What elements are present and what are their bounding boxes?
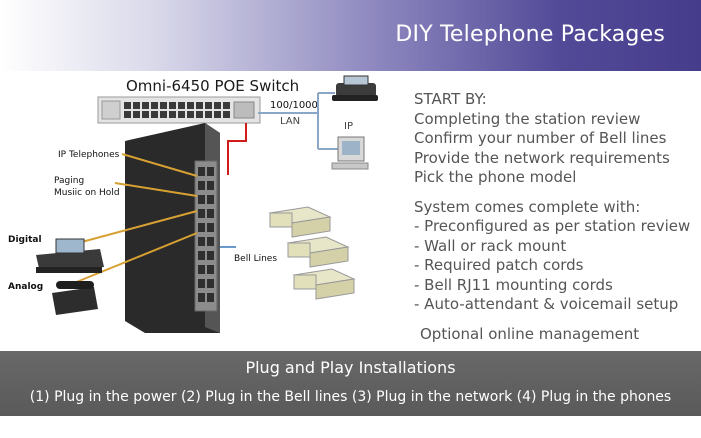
switch-port [142,102,149,109]
switch-port [223,102,230,109]
cabinet-port [207,209,214,218]
cabinet-port [198,181,205,190]
cabinet-port [198,223,205,232]
page-title: DIY Telephone Packages [395,22,665,47]
bell-jacks-icon [268,206,356,300]
cabinet-port [207,265,214,274]
digital-phone-icon [36,238,104,273]
ip-desk-phone-icon [332,75,378,101]
ip-label: IP [344,121,353,132]
start-section: START BY: Completing the station review … [414,90,701,188]
cabinet-port [207,279,214,288]
system-item: - Required patch cords [414,256,584,274]
cabinet-port [207,181,214,190]
digital-label: Digital [8,235,42,245]
band-steps: (1) Plug in the power (2) Plug in the Be… [29,389,672,405]
system-item: - Bell RJ11 mounting cords [414,275,613,294]
system-item: - Auto-attendant & voicemail setup [414,295,679,313]
switch-port [133,111,140,118]
cabinet-port [198,237,205,246]
switch-port [133,102,140,109]
start-item: Confirm your number of Bell lines [414,129,667,147]
band-title: Plug and Play Installations [245,358,456,377]
switch-port [214,102,221,109]
pc-icon [331,136,369,170]
bell-lines-label: Bell Lines [234,254,277,264]
music-on-hold-label: Musiic on Hold [54,188,120,198]
switch-port [151,111,158,118]
lan-label: LAN [280,116,300,127]
poe-switch [97,96,261,124]
system-heading: System comes complete with: [414,197,641,216]
switch-port [196,111,203,118]
switch-port [178,102,185,109]
pbx-cabinet [125,123,220,333]
system-item: - Wall or rack mount [414,236,567,255]
cabinet-port [198,195,205,204]
footer-strip [0,416,701,438]
cabinet-port [207,251,214,260]
switch-label: Omni-6450 POE Switch [126,77,299,95]
header-banner: DIY Telephone Packages [0,0,701,71]
switch-port [205,102,212,109]
switch-port [223,111,230,118]
start-item: Provide the network requirements [414,148,670,167]
cabinet-port [198,279,205,288]
info-panel: START BY: Completing the station review … [414,90,701,344]
analog-phone-icon [52,281,98,315]
switch-port [187,102,194,109]
start-item: Completing the station review [414,109,641,128]
switch-port [124,102,131,109]
system-item: - Preconfigured as per station review [414,217,691,235]
switch-port [151,102,158,109]
switch-port [169,111,176,118]
cabinet-port [198,167,205,176]
switch-port [124,111,131,118]
start-item: Pick the phone model [414,168,577,186]
switch-port [169,102,176,109]
ip-telephones-label: IP Telephones [58,150,120,160]
cabinet-port [207,293,214,302]
cabinet-port [207,223,214,232]
cabinet-port [207,167,214,176]
cabinet-port [207,195,214,204]
network-diagram: Omni-6450 POE Switch 100/1000 LAN IP IP [8,75,378,333]
switch-port [178,111,185,118]
analog-label: Analog [8,282,43,292]
cabinet-port [198,265,205,274]
start-heading: START BY: [414,90,487,108]
optional-note: Optional online management [420,324,640,343]
switch-port [196,102,203,109]
switch-port [142,111,149,118]
install-band: Plug and Play Installations (1) Plug in … [0,351,701,416]
cabinet-port [198,293,205,302]
switch-port [187,111,194,118]
switch-port [160,111,167,118]
cabinet-port [207,237,214,246]
paging-label: Paging [54,176,84,186]
speed-label: 100/1000 [270,100,318,111]
switch-port [214,111,221,118]
switch-port [160,102,167,109]
system-section: System comes complete with: - Preconfigu… [414,198,701,315]
switch-port [205,111,212,118]
cabinet-port [198,209,205,218]
cabinet-port [198,251,205,260]
